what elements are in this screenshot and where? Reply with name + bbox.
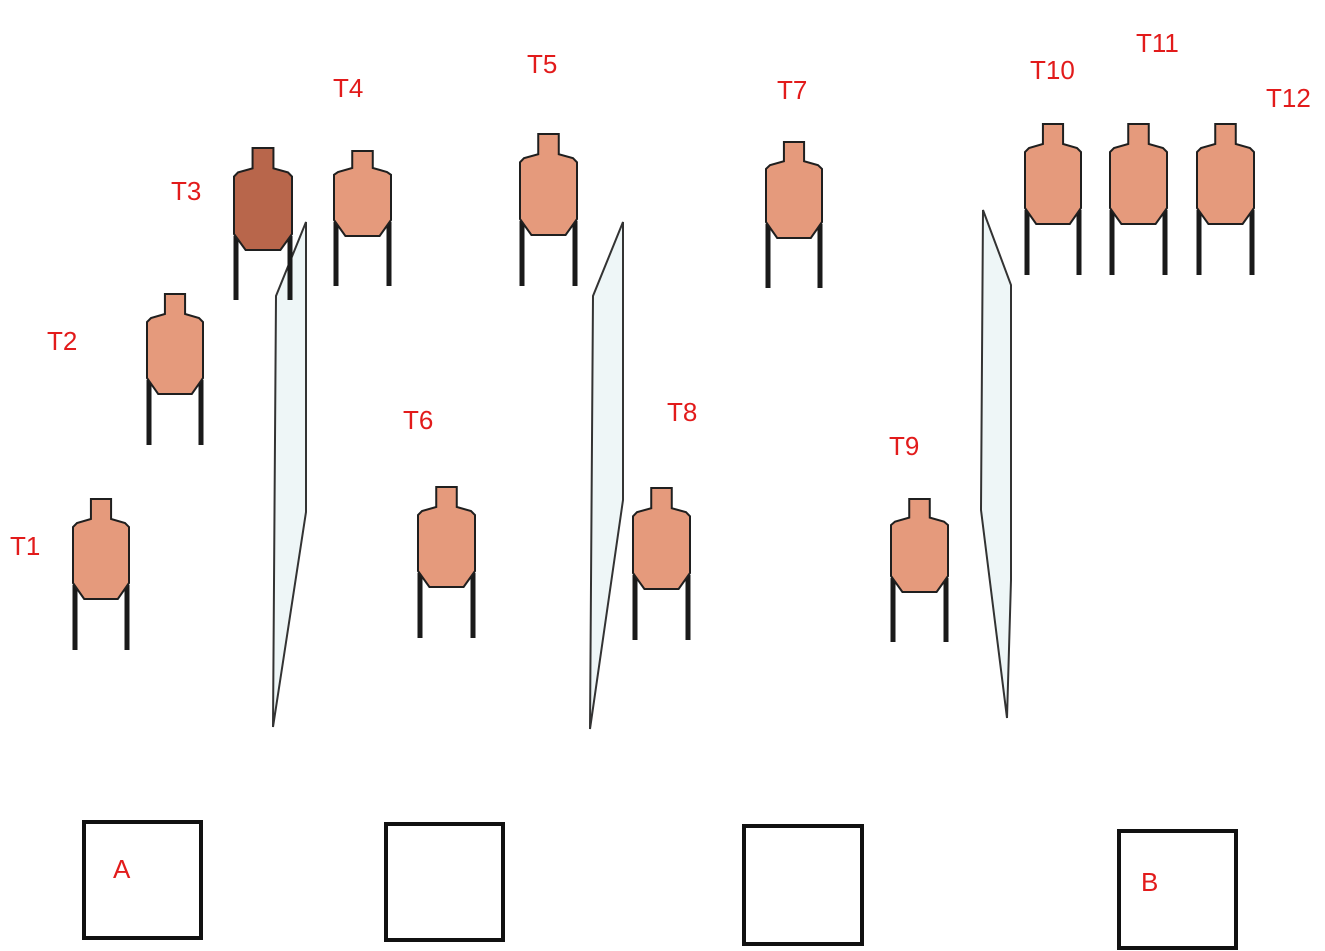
target-t3 <box>233 147 293 300</box>
target-label-t11: T11 <box>1136 28 1179 58</box>
target-t11 <box>1109 123 1168 275</box>
target-label-t9: T9 <box>889 431 919 461</box>
target-icon <box>1024 123 1082 225</box>
target-icon <box>1109 123 1168 225</box>
targets-layer <box>72 123 1255 650</box>
target-icon <box>333 150 392 237</box>
target-icon <box>146 293 204 395</box>
target-icon <box>1196 123 1255 225</box>
target-t5 <box>519 133 578 286</box>
target-labels-layer: T1 T2 T3 T4 T5 T6 T7 T8 T9 T10 T11 T12 <box>10 28 1311 561</box>
shooting-box-a-label: A <box>113 854 131 884</box>
target-icon <box>233 147 293 251</box>
target-label-t3: T3 <box>171 176 201 206</box>
barrier-wall-2 <box>589 221 624 730</box>
target-label-t5: T5 <box>527 49 557 79</box>
target-t12 <box>1196 123 1255 275</box>
target-icon <box>417 486 476 588</box>
shooting-box-3 <box>742 824 864 946</box>
target-label-t7: T7 <box>777 75 807 105</box>
target-t4 <box>333 150 392 286</box>
target-label-t6: T6 <box>403 405 433 435</box>
target-t9 <box>890 498 949 642</box>
shooting-box-2-frame <box>384 822 505 942</box>
target-icon <box>72 498 130 600</box>
target-label-t12: T12 <box>1266 83 1311 113</box>
shooting-box-b-frame <box>1117 829 1238 950</box>
target-icon <box>632 487 691 590</box>
barrier-wall-1 <box>272 221 307 728</box>
target-t2 <box>146 293 204 445</box>
target-t1 <box>72 498 130 650</box>
barrier-wall-3 <box>979 209 1012 719</box>
target-icon <box>765 141 823 239</box>
positions-layer: A B <box>82 820 1238 950</box>
target-icon <box>890 498 949 593</box>
shooting-box-3-frame <box>742 824 864 946</box>
shooting-box-a-frame <box>82 820 203 940</box>
target-label-t4: T4 <box>333 73 363 103</box>
target-label-t8: T8 <box>667 397 697 427</box>
target-icon <box>519 133 578 236</box>
shooting-box-b: B <box>1117 829 1238 950</box>
target-label-t10: T10 <box>1030 55 1075 85</box>
shooting-box-2 <box>384 822 505 942</box>
target-t8 <box>632 487 691 640</box>
target-t6 <box>417 486 476 638</box>
target-t7 <box>765 141 823 288</box>
shooting-box-a: A <box>82 820 203 940</box>
target-label-t2: T2 <box>47 326 77 356</box>
target-t10 <box>1024 123 1082 275</box>
target-label-t1: T1 <box>10 531 40 561</box>
shooting-box-b-label: B <box>1141 867 1158 897</box>
